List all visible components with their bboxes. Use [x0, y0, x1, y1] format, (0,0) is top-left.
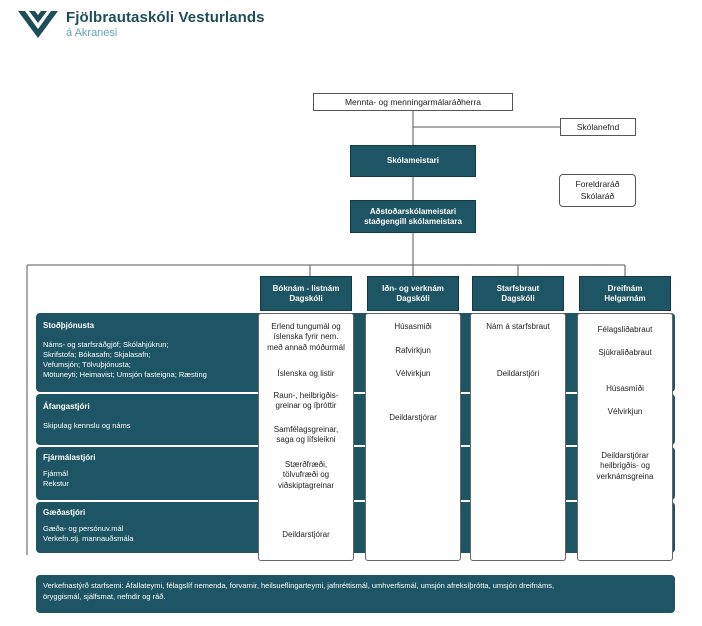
school-name: Fjölbrautaskóli Vesturlands: [66, 9, 265, 26]
column-header-line: Iðn- og verknám: [382, 283, 444, 293]
column-header-vocational: Iðn- og verknám Dagskóli: [367, 276, 459, 311]
column-header-line: Helgarnám: [604, 293, 646, 303]
support-services-title: Stoðþjónusta: [43, 321, 95, 330]
band-line: Rekstur: [43, 478, 69, 488]
list-item: Vélvirkjun: [607, 407, 643, 416]
parents-council-label: Foreldraráð: [575, 179, 620, 190]
column-header-line: Dreifnám: [607, 283, 643, 293]
list-item: Húsasmíði: [606, 384, 644, 393]
deputy-subtitle: staðgengill skólameistara: [364, 216, 462, 226]
quality-manager-title: Gæðastjóri: [43, 508, 86, 517]
list-item: Vélvirkjun: [395, 369, 431, 378]
finance-manager-text: Fjármálastjóri Fjármál Rekstur: [43, 453, 253, 489]
list-item: Deildarstjóri: [496, 369, 540, 378]
column-header-line: Dagskóli: [289, 293, 323, 303]
school-location: á Akranesi: [66, 27, 118, 39]
quality-manager-text: Gæðastjóri Gæða- og persónuv.mál Verkefn…: [43, 508, 253, 544]
school-board-label: Skólanefnd: [576, 122, 620, 132]
column-header-special-program: Starfsbraut Dagskóli: [472, 276, 564, 311]
list-item: Sjúkraliðabraut: [598, 348, 652, 357]
band-course-manager: [36, 394, 675, 445]
school-board-box: Skólanefnd: [560, 118, 636, 136]
course-manager-title: Áfangastjóri: [43, 402, 90, 411]
ministry-label: Mennta- og menningarmálaráðherra: [344, 97, 482, 107]
column-header-line: Dagskóli: [501, 293, 535, 303]
parents-council-box: Foreldraráð Skólaráð: [559, 174, 636, 207]
band-line: Verkefn.stj. mannauðsmála: [43, 533, 134, 543]
column-header-distance-learning: Dreifnám Helgarnám: [579, 276, 671, 311]
deputy-headmaster-box: Aðstoðarskólameistari staðgengill skólam…: [350, 200, 476, 233]
band-line: Skrifstofa; Bókasafn; Skjalasafn;: [43, 349, 151, 359]
list-item: Íslenska og listir: [277, 369, 335, 378]
column-distance-learning: Félagsliðabraut Sjúkraliðabraut Húsasmíð…: [577, 313, 673, 561]
list-item: Nám á starfsbraut: [486, 322, 550, 331]
column-vocational: Húsasmiði Rafvirkjun Vélvirkjun Deildars…: [365, 313, 461, 561]
ministry-box: Mennta- og menningarmálaráðherra: [313, 93, 513, 111]
column-header-line: Starfsbraut: [496, 283, 540, 293]
band-line: Mötuneyti; Heimavist; Umsjón fasteigna; …: [43, 370, 207, 380]
list-item: Raun-, heilbrigðis-greinar og íþróttir: [273, 391, 339, 411]
band-finance-manager: [36, 447, 675, 500]
band-line: Skipulag kennslu og náms: [43, 420, 131, 430]
band-quality-manager: [36, 502, 675, 553]
school-logo-icon: [18, 11, 58, 38]
headmaster-label: Skólameistari: [386, 156, 440, 165]
column-header-line: Bóknám - listnám: [272, 283, 340, 293]
list-item: Deildarstjórar: [282, 530, 330, 539]
band-line: Vefumsjón; Tölvuþjónusta;: [43, 360, 131, 370]
band-support-services: [36, 313, 675, 392]
column-header-academic: Bóknám - listnám Dagskóli: [260, 276, 352, 311]
column-special-program: Nám á starfsbraut Deildarstjóri: [470, 313, 566, 561]
project-activities-text: Verkefnastýrð starfsemi: Áfallateymi, fé…: [43, 581, 671, 603]
finance-manager-title: Fjármálastjóri: [43, 453, 96, 462]
band-project-activities: [36, 575, 675, 613]
support-services-text: Stoðþjónusta Náms- og starfsráðgjöf; Skó…: [43, 321, 253, 380]
band-line: Náms- og starfsráðgjöf; Skólahjúkrun;: [43, 339, 169, 349]
project-activities-line: Verkefnastýrð starfsemi: Áfallateymi, fé…: [43, 581, 555, 590]
list-item: Húsasmiði: [394, 322, 432, 331]
project-activities-line: öryggismál, sjálfsmat, nefndir og ráð.: [43, 591, 166, 601]
list-item: Deildarstjórar: [389, 413, 437, 422]
column-header-line: Dagskóli: [396, 293, 430, 303]
school-council-label: Skólaráð: [580, 190, 615, 201]
deputy-title: Aðstoðarskólameistari: [369, 206, 457, 216]
band-line: Fjármál: [43, 468, 69, 478]
band-line: Gæða- og persónuv.mál: [43, 523, 124, 533]
headmaster-box: Skólameistari: [350, 145, 476, 177]
course-manager-text: Áfangastjóri Skipulag kennslu og náms: [43, 402, 253, 431]
list-item: Félagsliðabraut: [597, 325, 653, 334]
list-item: Samfélagsgreinar,saga og lífsleikni: [273, 425, 339, 445]
list-item: Rafvirkjun: [395, 346, 431, 355]
